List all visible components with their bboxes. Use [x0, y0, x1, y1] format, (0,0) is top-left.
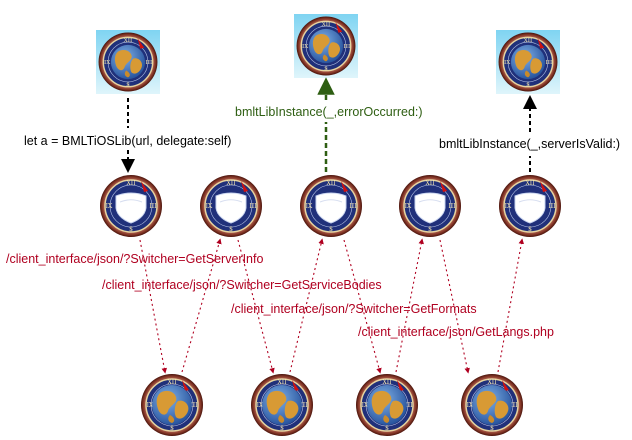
request-label-server-info: /client_interface/json/?Switcher=GetServ…: [6, 252, 263, 266]
server-badge-2: [250, 373, 314, 437]
server-badge-3: [355, 373, 419, 437]
request-label-service-bodies: /client_interface/json/?Switcher=GetServ…: [102, 278, 382, 292]
server-badge-1: [140, 373, 204, 437]
init-call-label: let a = BMLTiOSLib(url, delegate:self): [24, 134, 231, 148]
library-badge-3: [299, 174, 363, 238]
response-arrow-langs: [497, 238, 525, 373]
app-icon-valid: [496, 30, 560, 94]
server-badge-4: [460, 373, 524, 437]
request-arrow-server-info: [139, 239, 167, 374]
error-callback-label: bmltLibInstance(_,errorOccurred:): [235, 105, 423, 119]
request-label-langs: /client_interface/json/GetLangs.php: [358, 325, 554, 339]
library-badge-2: [199, 174, 263, 238]
library-badge-1: [99, 174, 163, 238]
valid-callback-label: bmltLibInstance(_,serverIsValid:): [439, 137, 620, 151]
library-badge-5: [498, 174, 562, 238]
app-icon-client: [96, 30, 160, 94]
request-label-formats: /client_interface/json/?Switcher=GetForm…: [231, 302, 477, 316]
library-badge-4: [398, 174, 462, 238]
app-icon-error: [294, 14, 358, 78]
